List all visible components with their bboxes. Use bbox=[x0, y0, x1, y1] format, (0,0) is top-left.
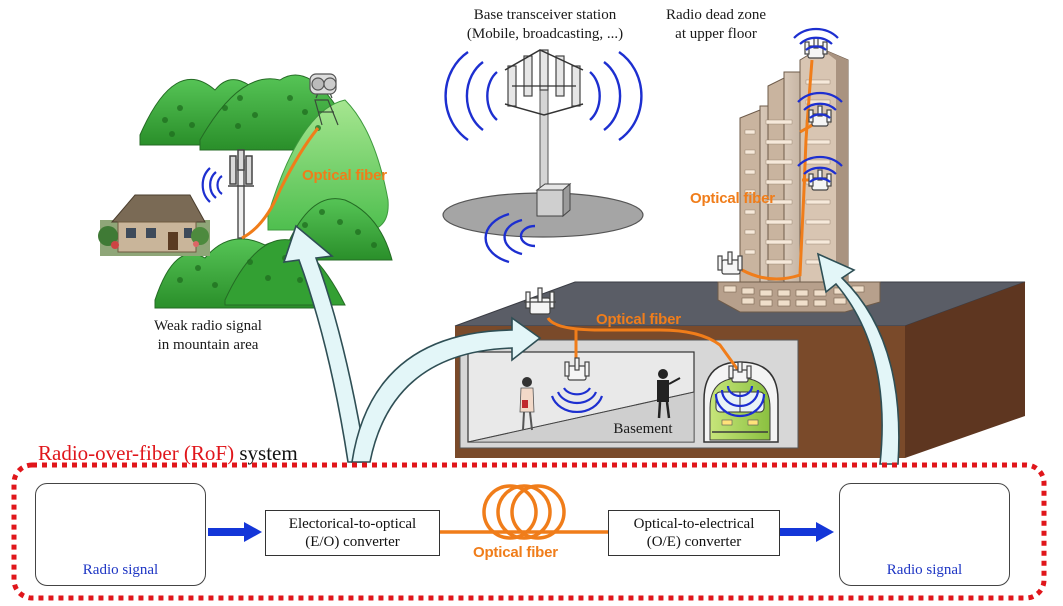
weak-signal-label: Weak radio signal in mountain area bbox=[118, 317, 298, 355]
valley-antenna-mast bbox=[228, 149, 254, 239]
oe-converter-line2: (O/E) converter bbox=[646, 534, 742, 550]
person-man-figure bbox=[657, 369, 681, 419]
radio-signal-box-left: Radio signal bbox=[35, 483, 206, 586]
base-station bbox=[442, 49, 644, 264]
rof-system-border bbox=[11, 462, 1047, 601]
hilltop-tower bbox=[309, 73, 339, 126]
rof-title-highlight: Radio-over-fiber (RoF) bbox=[38, 441, 235, 465]
deadzone-label-line2: at upper floor bbox=[675, 25, 757, 42]
city-radio-waves bbox=[550, 28, 843, 418]
deployment-arrows bbox=[282, 224, 900, 465]
station-radio-waves bbox=[444, 51, 643, 264]
weak-signal-label-line1: Weak radio signal bbox=[154, 318, 262, 334]
arrow-to-basement bbox=[351, 316, 542, 463]
person-woman-figure bbox=[519, 377, 535, 431]
station-cabinet bbox=[536, 189, 564, 217]
fiber-label-building: Optical fiber bbox=[690, 190, 775, 207]
arrow-to-building bbox=[816, 252, 900, 465]
rof-system-title: Radio-over-fiber (RoF) system bbox=[38, 441, 298, 466]
mountain-lit bbox=[267, 99, 389, 231]
arrow-to-mountain bbox=[282, 224, 367, 463]
radio-signal-label-left: Radio signal bbox=[82, 562, 159, 578]
platform-side bbox=[905, 282, 1025, 458]
deadzone-label: Radio dead zone at upper floor bbox=[646, 6, 786, 44]
antenna-unit-roof-platform bbox=[524, 287, 556, 315]
antenna-unit-tunnel bbox=[728, 361, 752, 383]
fiber-coil-icon bbox=[440, 484, 608, 540]
rof-title-rest: system bbox=[239, 441, 298, 465]
antenna-unit-building-base bbox=[717, 251, 743, 275]
antenna-unit-basement bbox=[564, 357, 590, 381]
house-illustration bbox=[98, 194, 210, 256]
bts-label-line2: (Mobile, broadcasting, ...) bbox=[466, 25, 624, 42]
fiber-label-platform: Optical fiber bbox=[596, 311, 681, 328]
radio-signal-label-right: Radio signal bbox=[886, 562, 963, 578]
station-antenna-array bbox=[504, 49, 584, 116]
fiber-label-system: Optical fiber bbox=[473, 544, 558, 561]
bts-label-line1: Base transceiver station bbox=[473, 7, 617, 23]
oe-converter-box: Optical-to-electrical (O/E) converter bbox=[608, 510, 780, 556]
eo-converter-line2: (E/O) converter bbox=[305, 534, 400, 550]
mountain-fiber-line bbox=[241, 127, 320, 240]
basement-label: Basement bbox=[613, 421, 673, 437]
oe-converter-line1: Optical-to-electrical bbox=[633, 516, 755, 532]
signal-flow-arrows bbox=[208, 522, 834, 542]
weak-signal-label-line2: in mountain area bbox=[157, 336, 259, 353]
bts-label: Base transceiver station (Mobile, broadc… bbox=[440, 6, 650, 44]
fiber-label-mountain: Optical fiber bbox=[302, 167, 387, 184]
radio-signal-box-right: Radio signal bbox=[839, 483, 1010, 586]
eo-converter-box: Electorical-to-optical (E/O) converter bbox=[265, 510, 440, 556]
deadzone-label-line1: Radio dead zone bbox=[666, 7, 766, 23]
eo-converter-line1: Electorical-to-optical bbox=[288, 516, 417, 532]
valley-radio-waves bbox=[201, 167, 223, 203]
city-platform bbox=[454, 281, 1026, 458]
mountain-area bbox=[98, 73, 393, 309]
